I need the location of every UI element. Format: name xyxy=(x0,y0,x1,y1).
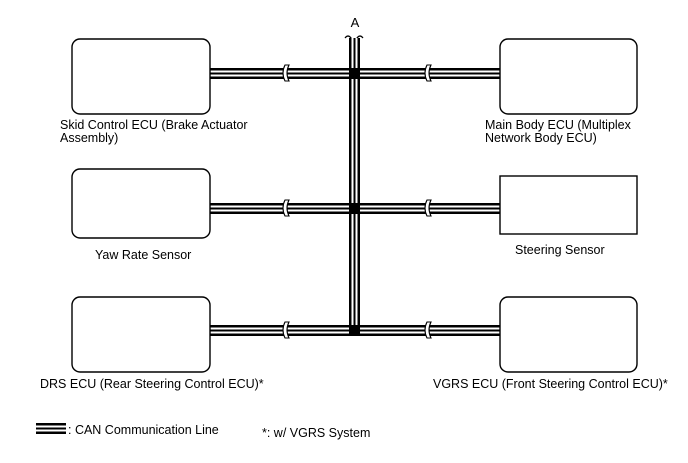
main-body-ecu-box xyxy=(499,38,638,115)
drs-ecu-label: DRS ECU (Rear Steering Control ECU)* xyxy=(40,377,264,391)
skid-control-ecu-label-line-2: Assembly) xyxy=(60,131,119,145)
steering-sensor-label: Steering Sensor xyxy=(515,243,605,257)
vgrs-ecu-box xyxy=(499,296,638,373)
break-mark xyxy=(282,199,290,217)
main-body-ecu-label-line-2: Network Body ECU) xyxy=(485,131,597,145)
main-body-ecu-label-line-1: Main Body ECU (Multiplex xyxy=(485,118,631,132)
skid-control-ecu-box xyxy=(71,38,211,115)
can-branch-row-3 xyxy=(210,325,500,336)
drs-ecu-box xyxy=(71,296,211,373)
break-mark xyxy=(282,64,290,82)
break-mark xyxy=(282,321,290,339)
break-mark xyxy=(424,199,432,217)
steering-sensor-box xyxy=(499,175,638,235)
vgrs-ecu-label: VGRS ECU (Front Steering Control ECU)* xyxy=(433,377,668,391)
yaw-rate-sensor-box xyxy=(71,168,211,239)
can-branch-row-1 xyxy=(210,68,500,79)
can-bus-trunk xyxy=(349,38,360,335)
can-branch-row-2 xyxy=(210,203,500,214)
break-mark xyxy=(424,64,432,82)
yaw-rate-sensor-label: Yaw Rate Sensor xyxy=(95,248,192,262)
legend-footnote: *: w/ VGRS System xyxy=(262,426,371,440)
line-break-marks xyxy=(282,64,432,339)
legend-can-line-sample xyxy=(36,423,66,434)
connector-a-label: A xyxy=(351,15,360,30)
break-mark xyxy=(424,321,432,339)
legend-can-line-label: : CAN Communication Line xyxy=(68,423,219,437)
skid-control-ecu-label-line-1: Skid Control ECU (Brake Actuator xyxy=(60,118,248,132)
